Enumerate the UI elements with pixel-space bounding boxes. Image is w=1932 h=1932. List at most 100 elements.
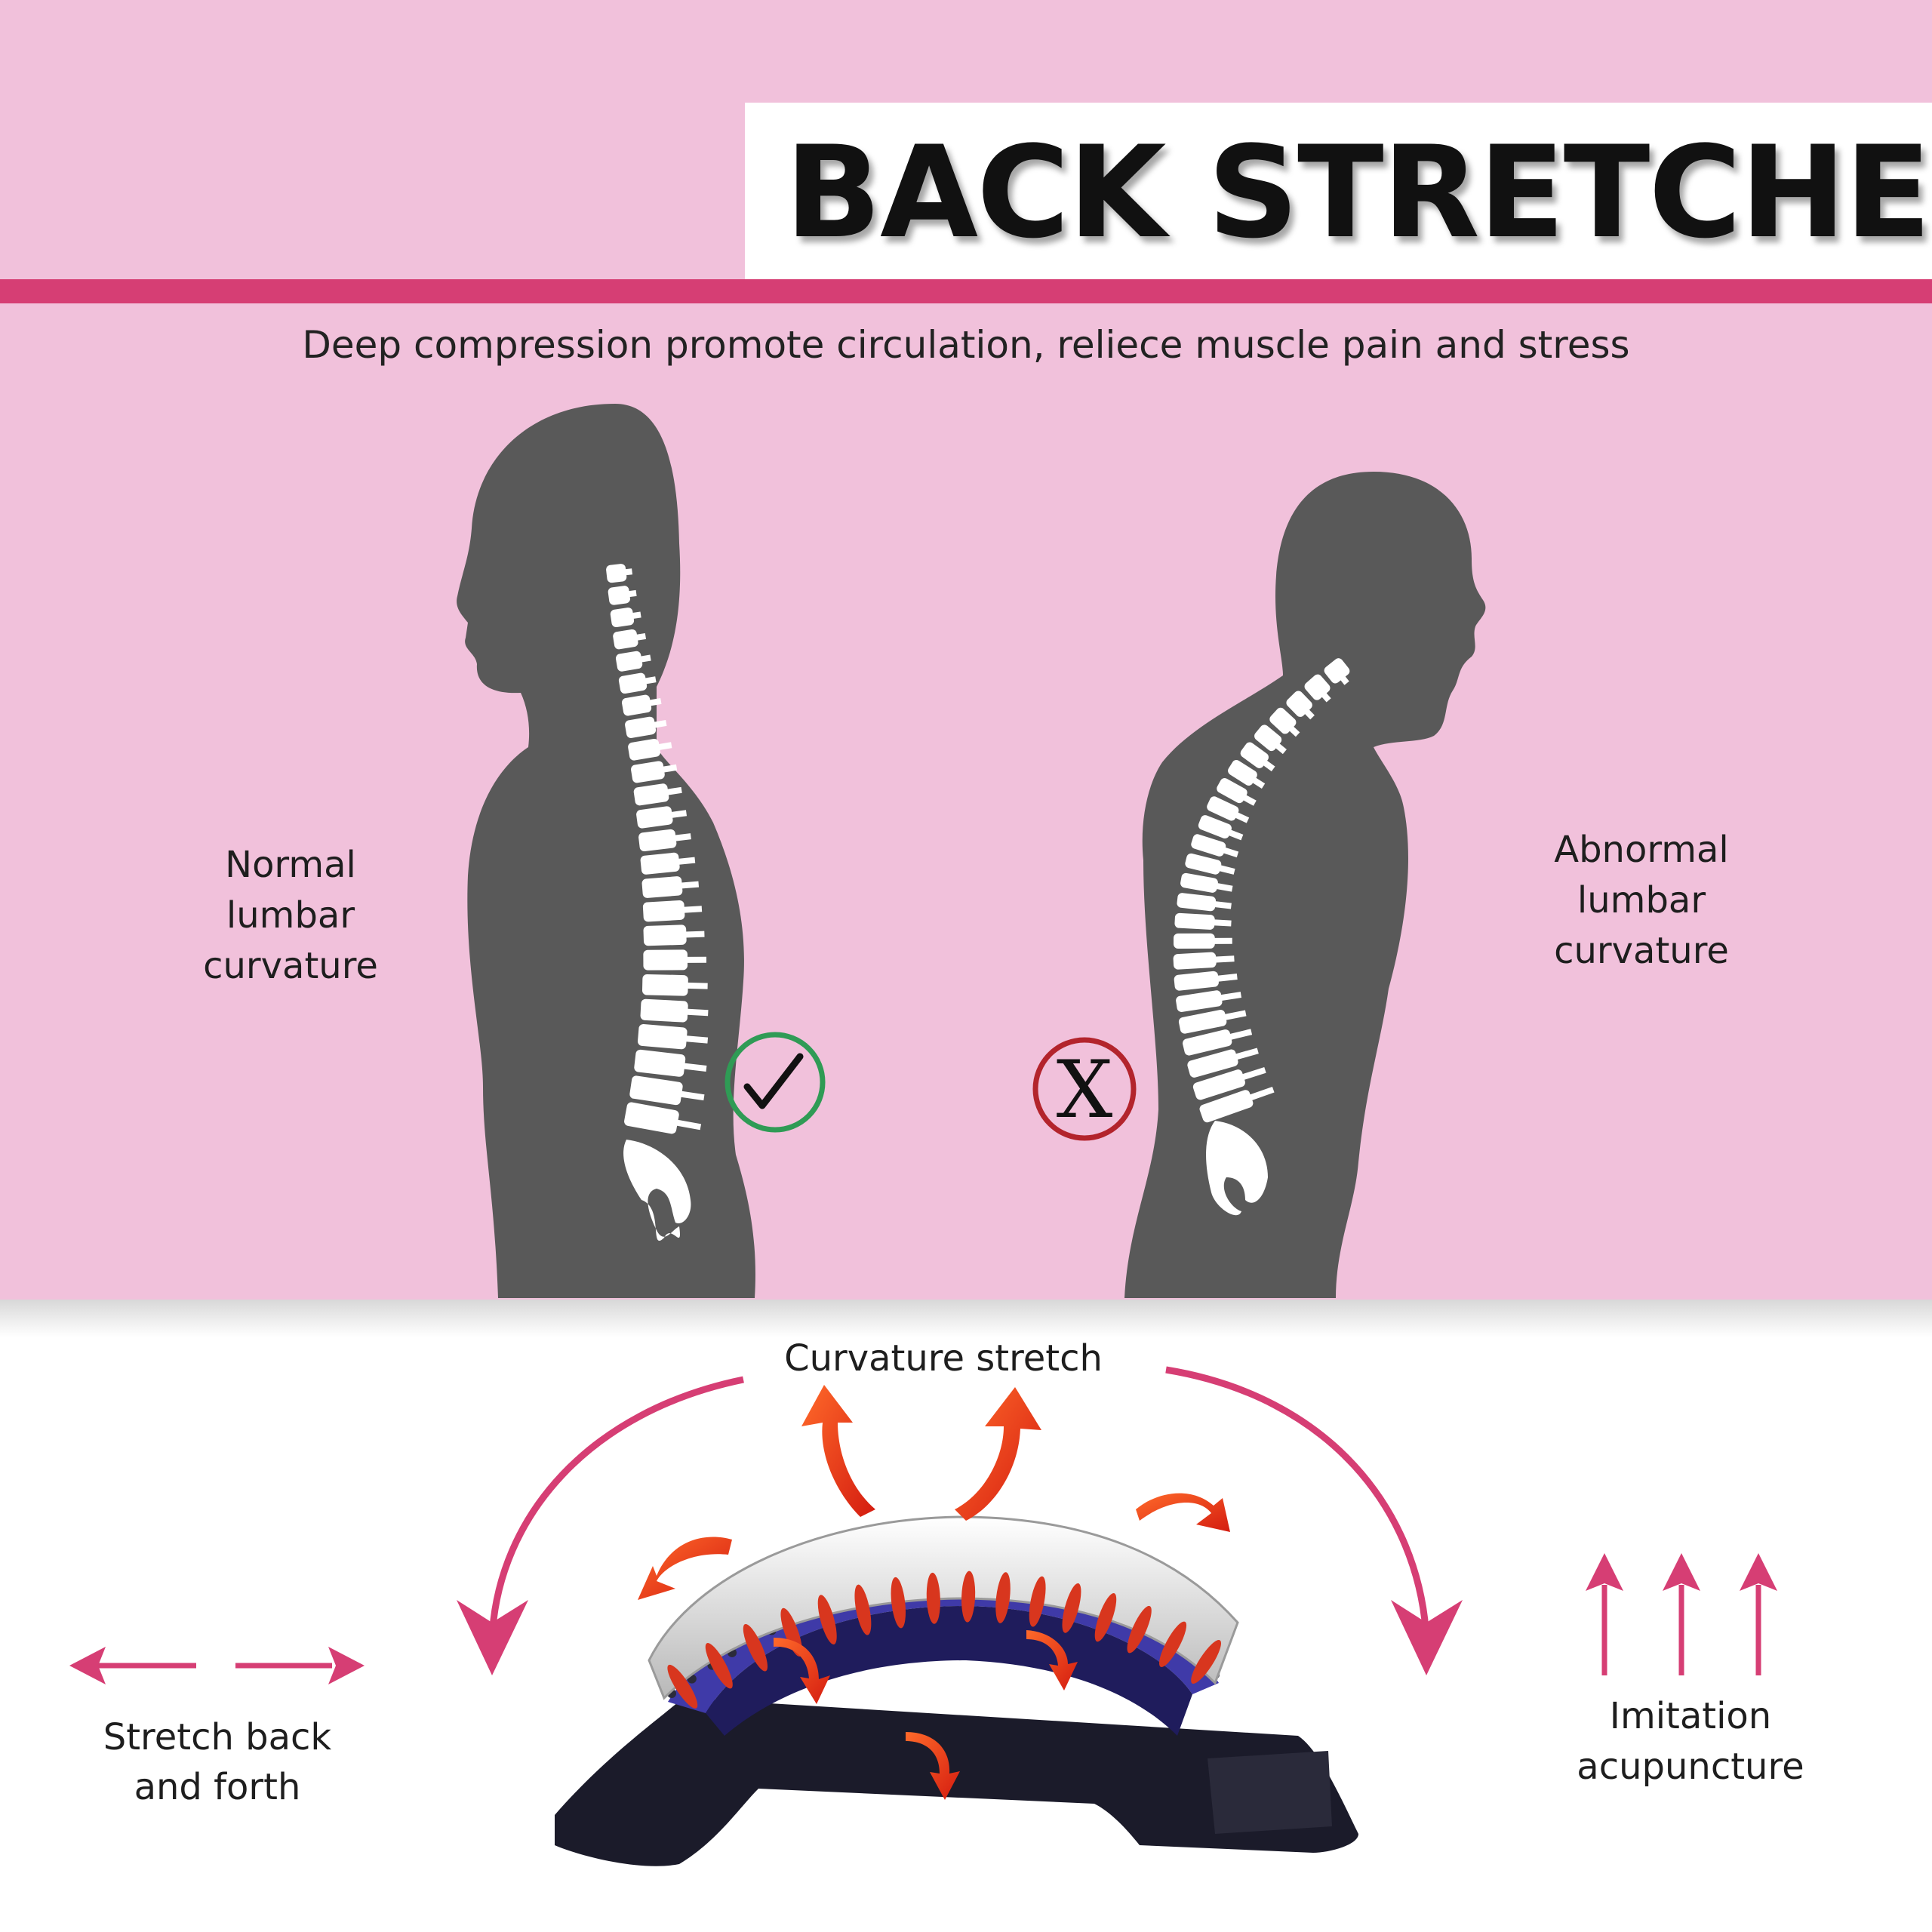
vertebra-process [662, 764, 678, 773]
vertebra-process [1215, 882, 1233, 892]
vertebra-process [685, 931, 705, 938]
vertebra [1178, 1010, 1227, 1034]
vertebra [1174, 971, 1219, 991]
normal-label: Normal lumbar curvature [203, 844, 378, 987]
vertebra-process [1262, 759, 1275, 772]
vertebra-process [679, 1091, 705, 1101]
subtitle: Deep compression promote circulation, re… [302, 323, 1630, 367]
vertebra-process [1242, 794, 1257, 806]
vertebra [1177, 893, 1217, 912]
vertebra [624, 1102, 679, 1134]
curvature-label: Curvature stretch [784, 1337, 1103, 1380]
abnormal-label-line: lumbar [1577, 879, 1706, 921]
acupuncture-arrows [1586, 1553, 1777, 1675]
vertebra-process [1288, 725, 1300, 737]
vertebra [1176, 990, 1223, 1012]
vertebra-process [1213, 937, 1232, 944]
vertebra-process [686, 1008, 709, 1017]
vertebra [1191, 834, 1226, 857]
vertebra [1173, 952, 1217, 970]
check-badge [724, 1032, 826, 1133]
vertebra-process [1303, 709, 1315, 720]
normal-silhouette [457, 404, 755, 1298]
vertebra [643, 924, 687, 946]
vertebra [1174, 933, 1215, 949]
vertebra [641, 974, 688, 996]
spine-disc [817, 1595, 837, 1645]
vertebra-process [639, 654, 651, 663]
vertebra [640, 998, 688, 1023]
red-arrow-icon [955, 1387, 1041, 1521]
panel-shadow [0, 1300, 1932, 1337]
spine-disc [1029, 1576, 1046, 1627]
acupuncture-label: Imitation [1610, 1695, 1771, 1737]
vertebra [1217, 777, 1247, 804]
vertebra-process [644, 676, 657, 685]
up-arrow-icon [1740, 1553, 1777, 1591]
page-title: BACK STRETCHER [785, 118, 1932, 266]
vertebra [1183, 1029, 1232, 1056]
vertebra-process [1234, 1048, 1259, 1060]
vertebra-process [627, 589, 637, 598]
left-curve-arrowhead [457, 1600, 528, 1675]
abnormal-sacrum [1206, 1121, 1268, 1216]
normal-spine [606, 564, 709, 1134]
vertebra [621, 694, 652, 716]
vertebra [618, 672, 648, 694]
normal-label-line: Normal [225, 844, 356, 886]
back-stretcher-device [555, 1574, 1358, 1866]
red-arrow-icon [906, 1732, 960, 1800]
vertebra-process [1222, 847, 1239, 858]
vertebra [1185, 853, 1222, 875]
cross-badge [1032, 1037, 1137, 1141]
vertebra [1228, 760, 1257, 786]
vertebra [1192, 1069, 1245, 1100]
stretcher-base [555, 1698, 1358, 1866]
normal-sacrum [623, 1140, 691, 1241]
vertebra-process [674, 833, 691, 841]
vertebra-process [1321, 691, 1331, 703]
acupuncture-label: acupuncture [1577, 1746, 1804, 1788]
vertebra-process [1220, 992, 1242, 1001]
red-arrow-icon [1026, 1630, 1078, 1690]
red-arrow-icon [801, 1385, 875, 1517]
spine-disc [891, 1577, 906, 1629]
vertebra-process [666, 786, 682, 795]
abnormal-silhouette [1124, 472, 1486, 1298]
vertebra-process [635, 632, 647, 641]
abnormal-posture-figure: X [1032, 472, 1486, 1298]
vertebra [641, 876, 683, 898]
vertebra-process [682, 906, 703, 913]
title-box [745, 103, 1932, 279]
vertebra-process [685, 1035, 709, 1044]
vertebra-process [1218, 865, 1235, 875]
vertebra [1187, 1049, 1238, 1078]
stretched-spine [648, 1515, 1239, 1709]
abnormal-label: Abnormal lumbar curvature [1554, 829, 1729, 972]
stretcher-arch-dark [706, 1606, 1192, 1736]
motion-arrows [638, 1385, 1230, 1800]
right-curve-arrowhead [1391, 1600, 1463, 1675]
vertebra-process [675, 1119, 702, 1131]
vertebra-process [1217, 974, 1238, 982]
abnormal-spine [1173, 658, 1350, 1123]
vertebra-process [685, 956, 707, 963]
vertebra [610, 608, 635, 628]
normal-posture-figure [457, 404, 826, 1298]
vertebra-process [631, 611, 641, 620]
vertebra [1199, 1090, 1254, 1123]
vertebra [631, 761, 665, 783]
vertebra [628, 738, 661, 761]
vertebra [608, 586, 630, 605]
vertebra-process [1251, 777, 1266, 789]
up-arrow-icon [1663, 1553, 1700, 1591]
vertebra [1254, 724, 1282, 752]
spine-disc [961, 1571, 976, 1623]
normal-label-line: lumbar [226, 894, 355, 937]
stretch-label: and forth [134, 1766, 301, 1808]
vertebra [642, 900, 685, 922]
right-arrow-icon [328, 1647, 365, 1684]
vertebra [637, 1024, 688, 1050]
spine-band [648, 1515, 1239, 1700]
vertebra-process [677, 857, 696, 865]
